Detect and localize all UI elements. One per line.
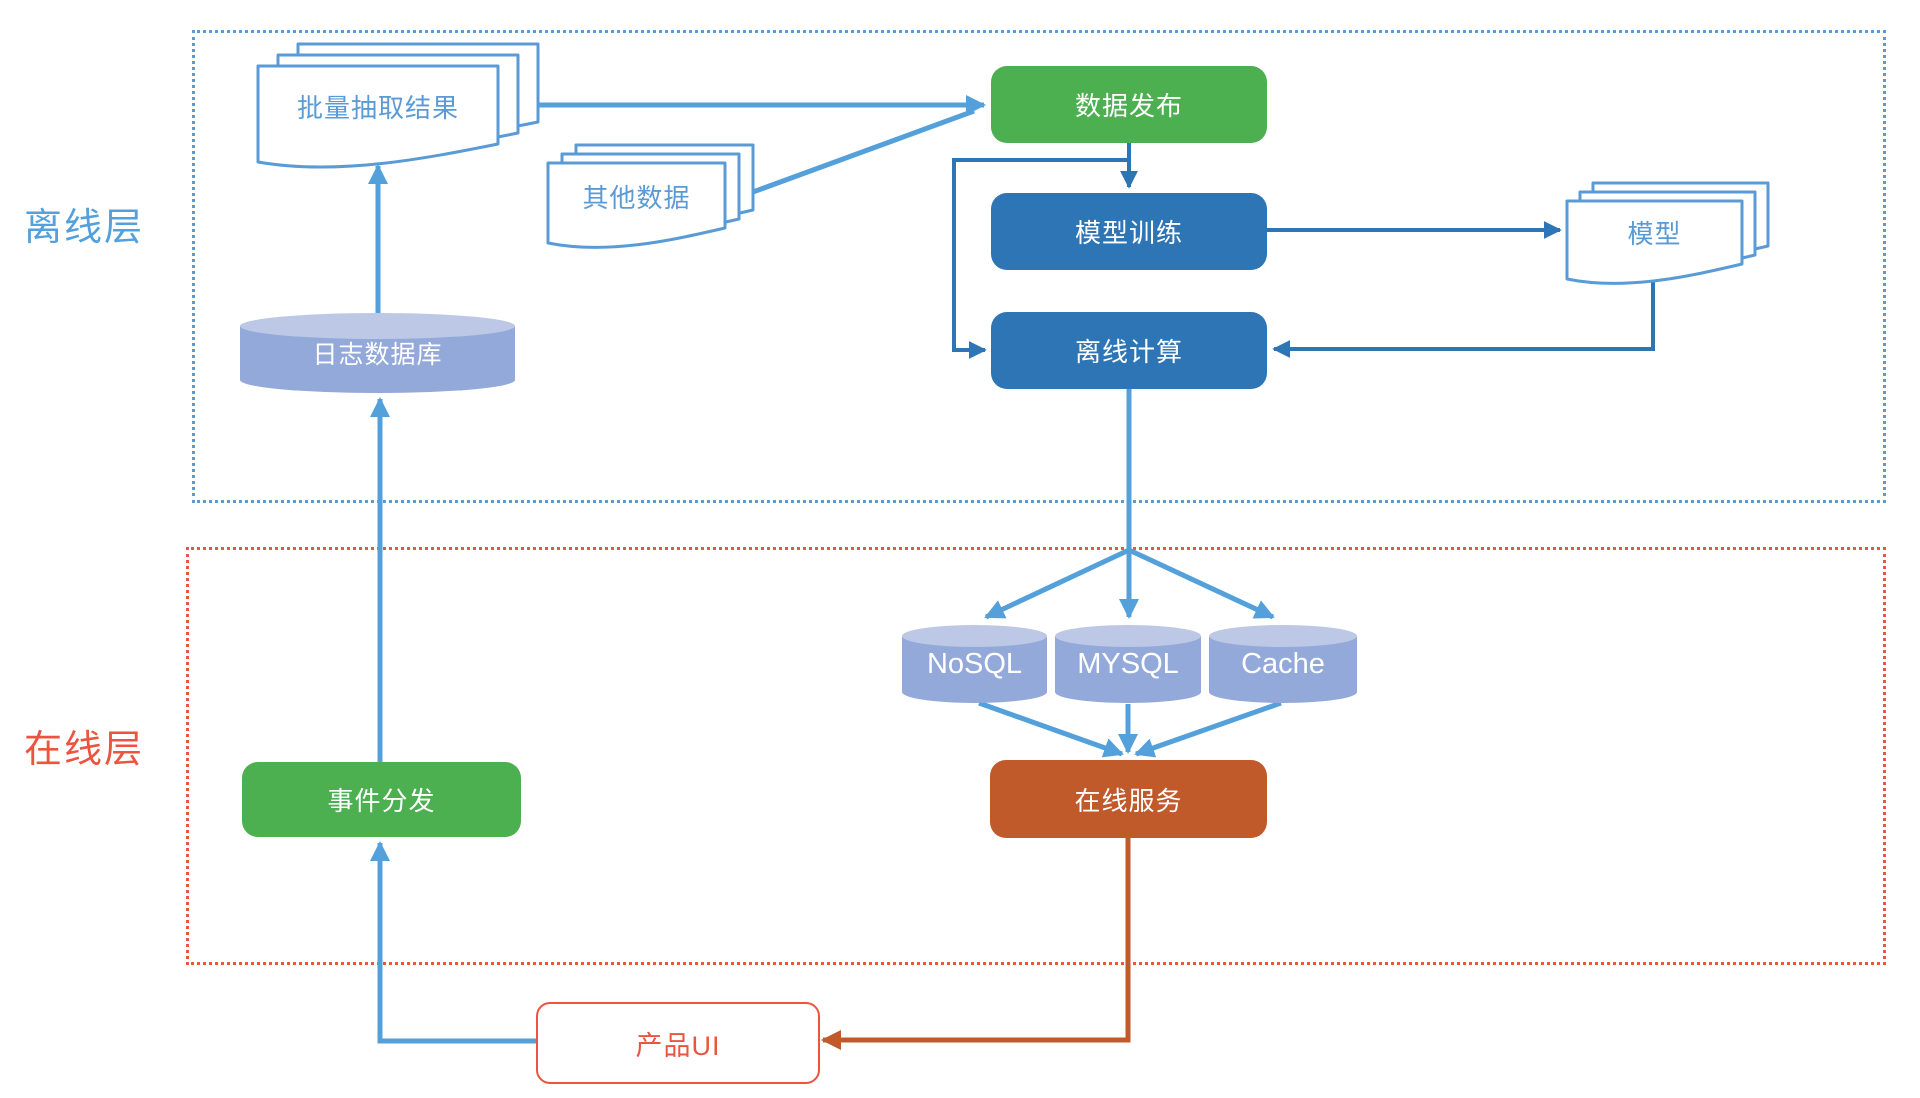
- edge-modeldoc-to-offlinecompute: [1272, 275, 1655, 358]
- node-model-training: 模型训练: [991, 193, 1267, 270]
- nosql-shape: [902, 625, 1047, 703]
- edge-datapublish-to-offlinecompute: [952, 158, 1129, 359]
- mysql-shape: [1055, 625, 1201, 703]
- node-event-dispatch: 事件分发: [242, 762, 521, 837]
- node-data-publish: 数据发布: [991, 66, 1267, 143]
- online-layer-region: [186, 547, 1886, 965]
- model-doc-shape: [1565, 181, 1770, 285]
- node-offline-compute: 离线计算: [991, 312, 1267, 389]
- node-product-ui: 产品UI: [536, 1002, 820, 1084]
- offline-layer-region: [192, 30, 1886, 503]
- edge-cache-to-onlineservice: [1134, 700, 1282, 758]
- batch-extract-doc-shape: [256, 42, 540, 169]
- edge-trunk-to-nosql: [984, 547, 1131, 620]
- edge-onlineservice-to-productui: [821, 838, 1131, 1050]
- edge-nosql-to-onlineservice: [978, 700, 1124, 758]
- offline-layer-label: 离线层: [24, 207, 145, 249]
- cache-shape: [1209, 625, 1357, 703]
- node-online-service: 在线服务: [990, 760, 1267, 838]
- other-data-doc-shape: [546, 143, 755, 249]
- edge-productui-to-eventdispatch: [370, 841, 536, 1044]
- log-database-shape: [240, 313, 515, 393]
- edge-trunk-to-cache: [1127, 547, 1275, 620]
- online-layer-label: 在线层: [24, 729, 145, 771]
- edge-otherdata-to-datapublish: [752, 108, 975, 195]
